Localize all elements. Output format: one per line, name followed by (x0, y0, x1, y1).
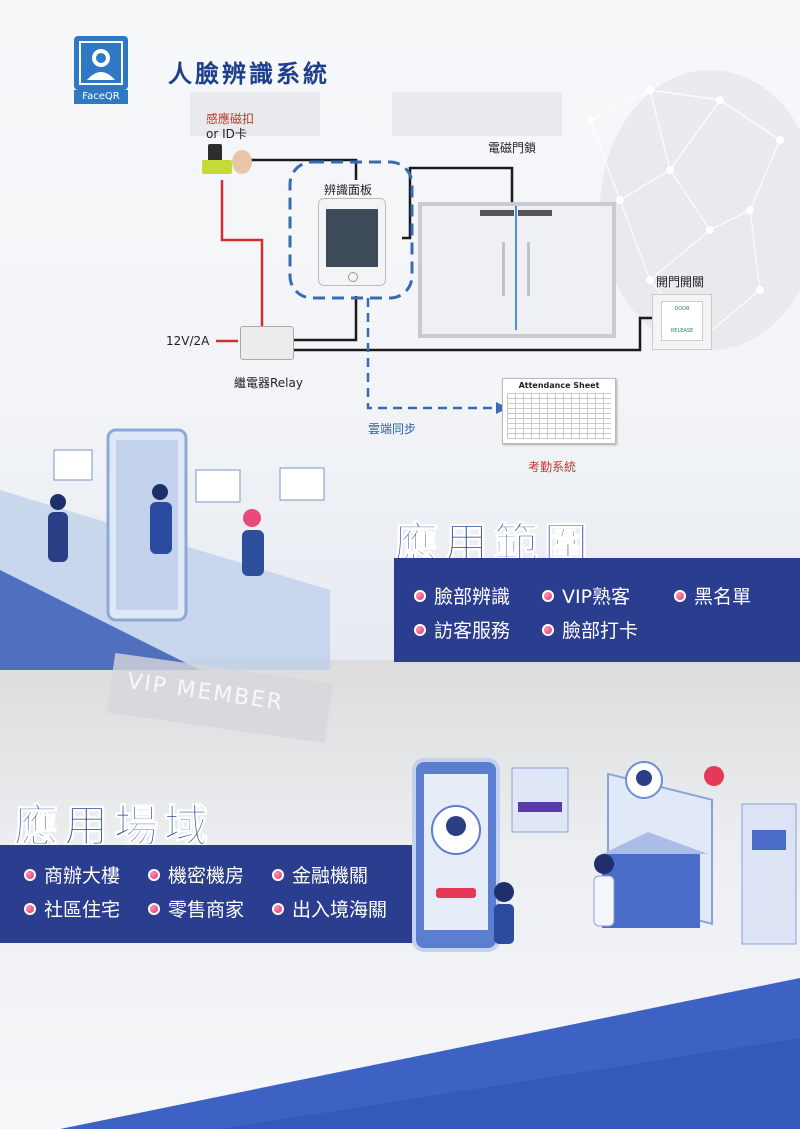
lock-label: 電磁門鎖 (488, 141, 537, 155)
wire-panel-lock (402, 166, 514, 240)
sheet-title: Attendance Sheet (518, 381, 600, 390)
bullet-icon (542, 623, 554, 636)
field-item: 機密機房 (148, 861, 244, 888)
wire-red-card-relay (220, 180, 264, 330)
face-recognition-gate-illustration (0, 428, 330, 670)
bullet-icon (24, 868, 36, 881)
door-handle-right (527, 242, 530, 296)
sheet-grid (507, 393, 611, 439)
cloud-sync-line (366, 298, 496, 410)
bullet-icon (674, 589, 686, 602)
wiring-diagram (216, 158, 652, 414)
field-item-label: 金融機關 (292, 865, 369, 887)
fields-band: 商辦大樓 機密機房 金融機關 社區住宅 零售商家 出入境海關 (0, 845, 420, 943)
field-item: 商辦大樓 (24, 861, 120, 888)
bullet-icon (542, 589, 554, 602)
panel-label: 辨識面板 (324, 183, 373, 197)
faint-header-block (392, 92, 562, 136)
field-item: 金融機關 (272, 861, 368, 888)
switch-bottom-text: RELEASE (670, 328, 694, 334)
bottom-decoration (60, 978, 800, 1129)
card-reader-icon (202, 144, 252, 174)
wire-card-panel (240, 158, 358, 180)
field-item-label: 出入境海關 (292, 899, 388, 921)
scope-band: 臉部辨識 VIP熟客 黑名單 訪客服務 臉部打卡 (394, 558, 800, 662)
logo-text: FaceQR (74, 90, 128, 104)
panel-dashed-outline (288, 160, 414, 300)
page-title: 人臉辨識系統 (168, 60, 330, 88)
scope-item: 臉部辨識 (414, 582, 510, 609)
cloud-label: 雲端同步 (368, 422, 417, 436)
field-item-label: 機密機房 (168, 865, 245, 887)
card-label-line1: 感應磁扣 (206, 112, 255, 126)
attendance-label: 考勤系統 (528, 460, 577, 474)
field-item-label: 社區住宅 (44, 899, 121, 921)
door-handle-left (502, 242, 505, 296)
recognition-panel (318, 198, 386, 286)
wire-relay-panel (292, 296, 358, 342)
face-mesh-decoration (586, 70, 800, 350)
scope-item: 訪客服務 (414, 616, 510, 643)
card-label-line2: or ID卡 (206, 127, 247, 141)
scope-item-label: VIP熟客 (562, 586, 631, 608)
scope-item-label: 訪客服務 (434, 620, 511, 642)
face-qr-icon (79, 41, 123, 85)
bullet-icon (414, 623, 426, 636)
switch-top-text: DOOR (674, 306, 690, 312)
scope-item-label: 黑名單 (694, 586, 752, 608)
lock-magnet-left (480, 210, 514, 216)
bullet-icon (24, 902, 36, 915)
fields-heading: 應用場域 (14, 801, 214, 853)
relay-label: 繼電器Relay (234, 376, 303, 390)
attendance-sheet: Attendance Sheet (502, 378, 616, 444)
door-split-line (515, 206, 517, 330)
field-item: 出入境海關 (272, 895, 387, 922)
scope-item-label: 臉部打卡 (562, 620, 639, 642)
lock-magnet-right (518, 210, 552, 216)
door-release-switch: DOOR RELEASE (652, 294, 712, 350)
smart-device-illustration (412, 758, 797, 952)
bullet-icon (414, 589, 426, 602)
bullet-icon (148, 868, 160, 881)
scope-item: VIP熟客 (542, 582, 630, 609)
switch-label: 開門開關 (656, 275, 705, 289)
relay-box (240, 326, 294, 360)
field-item: 社區住宅 (24, 895, 120, 922)
faint-header-block (190, 92, 320, 136)
faceqr-logo (74, 36, 128, 90)
field-item: 零售商家 (148, 895, 244, 922)
power-label: 12V/2A (166, 334, 210, 348)
scope-item: 黑名單 (674, 582, 751, 609)
glass-door (418, 202, 616, 338)
wire-relay-switch (292, 316, 652, 352)
bullet-icon (272, 902, 284, 915)
field-item-label: 商辦大樓 (44, 865, 121, 887)
panel-home-button (348, 272, 358, 282)
panel-screen (326, 209, 378, 267)
scope-item-label: 臉部辨識 (434, 586, 511, 608)
bullet-icon (148, 902, 160, 915)
bullet-icon (272, 868, 284, 881)
switch-button: DOOR RELEASE (661, 301, 703, 341)
field-item-label: 零售商家 (168, 899, 245, 921)
scope-item: 臉部打卡 (542, 616, 638, 643)
